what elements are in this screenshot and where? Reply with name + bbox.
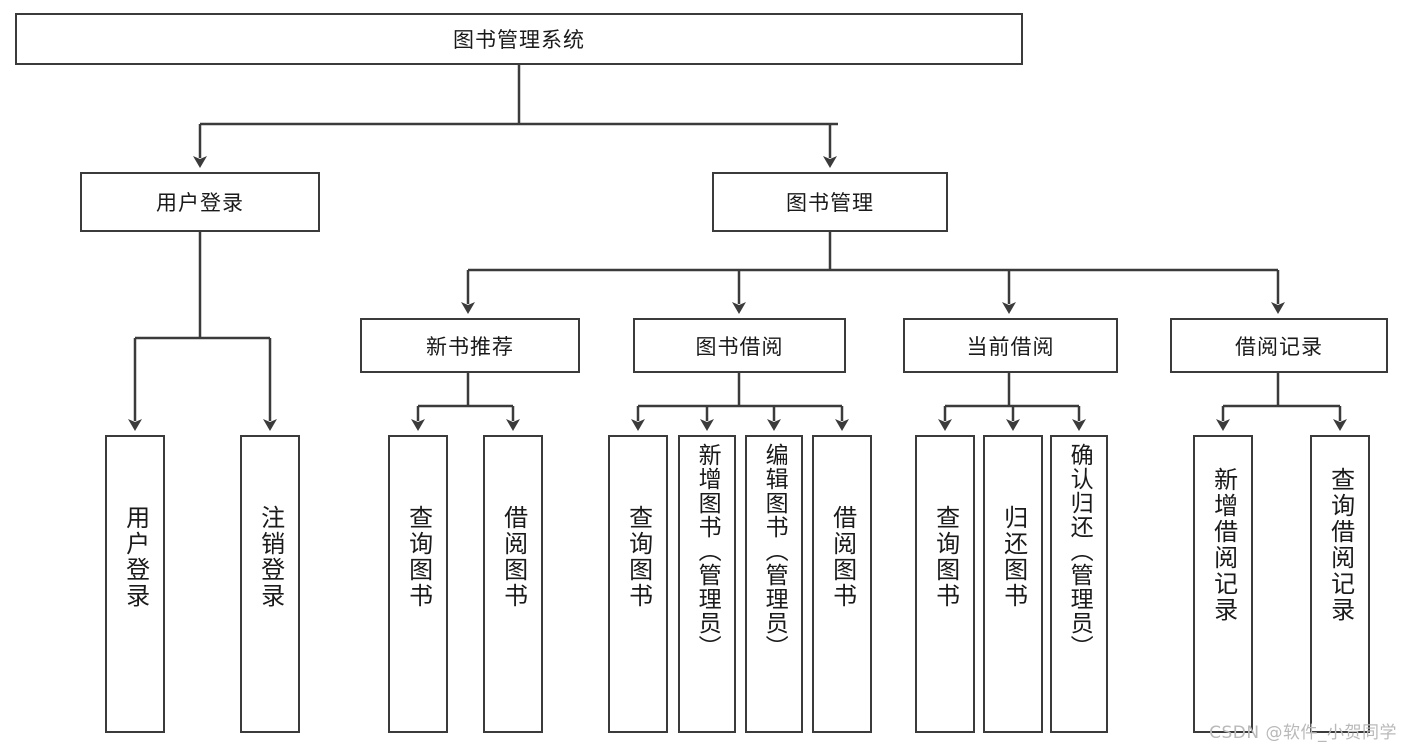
node-root-label: 图书管理系统 <box>453 28 585 52</box>
node-book-management-label: 图书管理 <box>786 191 874 215</box>
leaf-query-borrow-record[interactable]: 查询借阅记录 <box>1310 435 1370 733</box>
connectors-book-mgmt-to-level3 <box>461 232 1285 314</box>
watermark: CSDN @软件_小贺同学 <box>1209 723 1397 743</box>
leaf-label: 新增借阅记录 <box>1209 467 1238 623</box>
leaf-query-book-recommend[interactable]: 查询图书 <box>388 435 448 733</box>
node-book-borrow[interactable]: 图书借阅 <box>633 318 846 373</box>
connectors-borrow-record-to-leaves <box>1216 373 1347 431</box>
leaf-borrow-book[interactable]: 借阅图书 <box>812 435 872 733</box>
connectors-current-borrow-to-leaves <box>938 373 1086 431</box>
node-root[interactable]: 图书管理系统 <box>15 13 1023 65</box>
node-book-management[interactable]: 图书管理 <box>712 172 948 232</box>
leaf-query-book-current[interactable]: 查询图书 <box>915 435 975 733</box>
connectors-book-borrow-to-leaves <box>631 373 849 431</box>
leaf-label: 查询图书 <box>624 505 653 609</box>
node-new-book-recommend[interactable]: 新书推荐 <box>360 318 580 373</box>
connectors-new-book-to-leaves <box>411 373 520 431</box>
node-user-login-label: 用户登录 <box>156 191 244 215</box>
leaf-label: 借阅图书 <box>499 505 528 609</box>
leaf-edit-book-admin[interactable]: 编辑图书（管理员） <box>745 435 803 733</box>
node-new-book-recommend-label: 新书推荐 <box>426 334 514 359</box>
leaf-label: 归还图书 <box>999 505 1028 609</box>
node-borrow-record-label: 借阅记录 <box>1235 334 1323 359</box>
leaf-label: 编辑图书（管理员） <box>761 443 788 659</box>
leaf-logout-login[interactable]: 注销登录 <box>240 435 300 733</box>
leaf-label: 借阅图书 <box>828 505 857 609</box>
node-user-login[interactable]: 用户登录 <box>80 172 320 232</box>
leaf-confirm-return-admin[interactable]: 确认归还（管理员） <box>1050 435 1108 733</box>
leaf-label: 注销登录 <box>256 505 285 609</box>
leaf-user-login[interactable]: 用户登录 <box>105 435 165 733</box>
leaf-label: 查询图书 <box>404 505 433 609</box>
node-book-borrow-label: 图书借阅 <box>695 334 784 359</box>
connectors-root-to-level2 <box>193 65 838 168</box>
node-current-borrow-label: 当前借阅 <box>966 334 1055 359</box>
leaf-label: 查询图书 <box>931 505 960 609</box>
leaf-add-borrow-record[interactable]: 新增借阅记录 <box>1193 435 1253 733</box>
leaf-borrow-book-recommend[interactable]: 借阅图书 <box>483 435 543 733</box>
leaf-label: 用户登录 <box>121 505 150 609</box>
leaf-return-book[interactable]: 归还图书 <box>983 435 1043 733</box>
leaf-label: 新增图书（管理员） <box>694 443 721 659</box>
connectors-user-login-to-leaves <box>128 232 277 431</box>
leaf-label: 确认归还（管理员） <box>1066 443 1093 659</box>
leaf-add-book-admin[interactable]: 新增图书（管理员） <box>678 435 736 733</box>
node-current-borrow[interactable]: 当前借阅 <box>903 318 1118 373</box>
leaf-label: 查询借阅记录 <box>1326 467 1355 623</box>
leaf-query-book-borrow[interactable]: 查询图书 <box>608 435 668 733</box>
node-borrow-record[interactable]: 借阅记录 <box>1170 318 1388 373</box>
